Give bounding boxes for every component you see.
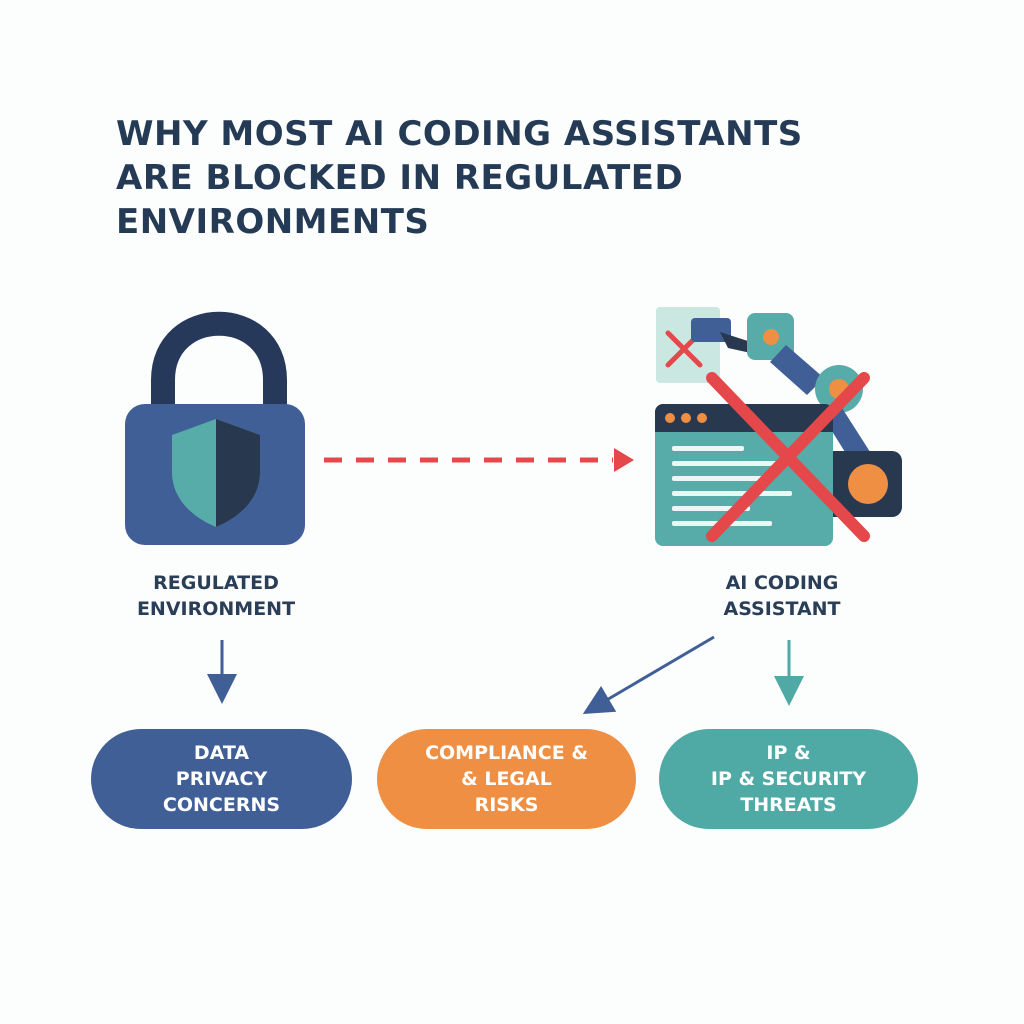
title-line-3: ENVIRONMENTS [116,202,430,242]
data-privacy-concerns-pill: DATA PRIVACY CONCERNS [91,729,352,829]
arrow-assistant-to-compliance [582,635,715,715]
title-line-1: WHY MOST AI CODING ASSISTANTS [116,114,803,154]
regulated-environment-label: REGULATED ENVIRONMENT [136,572,296,620]
ip-security-threats-pill: IP & IP & SECURITY THREATS [659,729,918,829]
compliance-legal-risks-pill: COMPLIANCE & & LEGAL RISKS [377,729,636,829]
page-title: WHY MOST AI CODING ASSISTANTS ARE BLOCKE… [116,112,856,244]
title-line-2: ARE BLOCKED IN REGULATED [116,158,684,198]
blocked-connection-arrow [324,448,634,472]
ai-coding-assistant-label: AI CODING ASSISTANT [723,572,841,620]
robot-arm-code-window-icon [655,307,902,546]
padlock-shield-icon [125,311,305,545]
